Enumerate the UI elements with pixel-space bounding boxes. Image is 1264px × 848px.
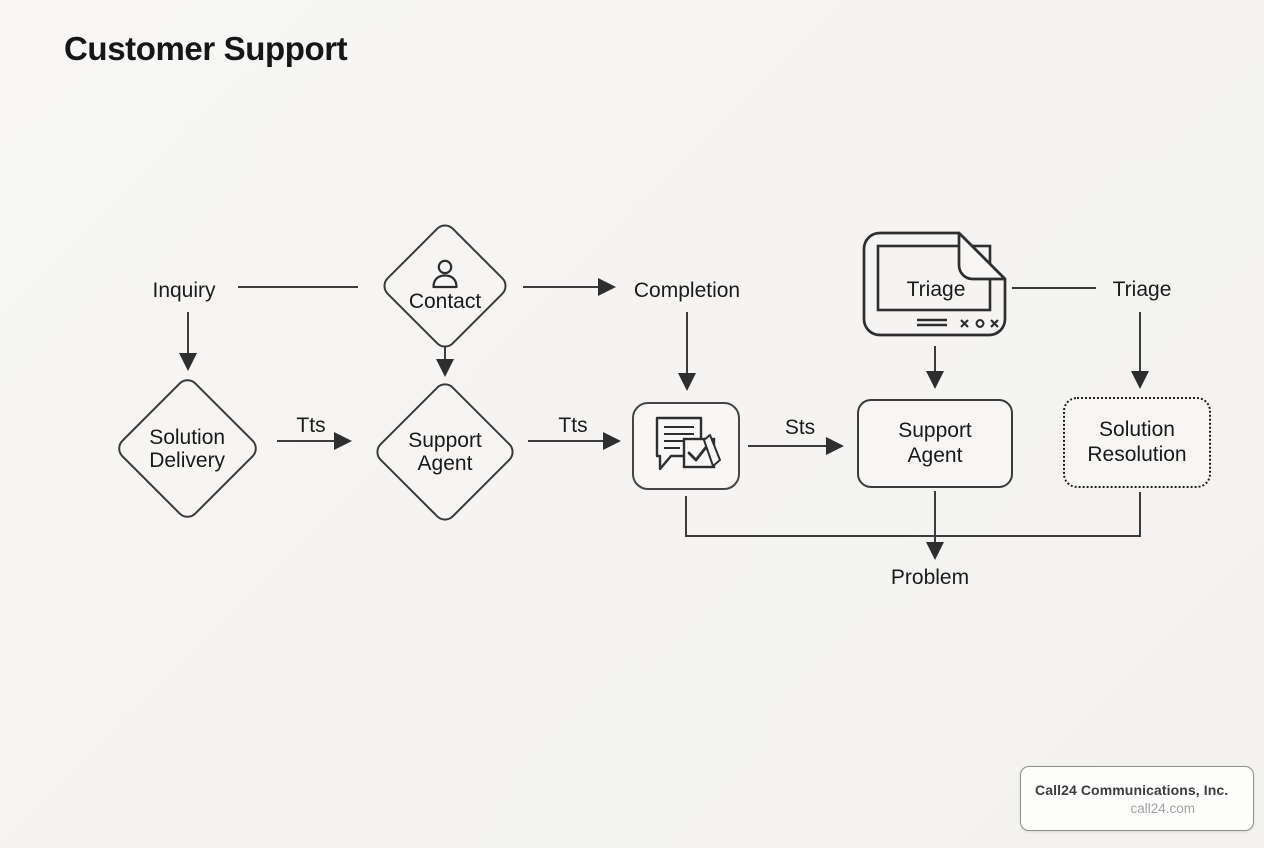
company-website: call24.com [1130, 800, 1195, 816]
node-support-agent-diamond-line2: Agent [417, 452, 473, 475]
label-completion: Completion [633, 279, 741, 302]
node-solution-delivery-line2: Delivery [149, 448, 226, 472]
node-triage-window [861, 229, 1009, 348]
node-support-agent-box: Support Agent [857, 399, 1013, 488]
node-solution-resolution-box: Solution Resolution [1063, 397, 1211, 488]
node-contact-diamond: Contact [378, 219, 512, 353]
edge-merge-bracket [685, 492, 1141, 537]
browser-window-folded-corner-icon [862, 231, 1007, 337]
edge-label-tts-1: Tts [296, 414, 326, 437]
chat-message-check-icon [655, 416, 721, 471]
label-triage-right: Triage [1112, 278, 1172, 301]
label-problem: Problem [890, 566, 970, 589]
page-title: Customer Support [64, 30, 348, 67]
edge-label-tts-2: Tts [558, 414, 588, 437]
node-solution-resolution-line1: Solution [1099, 418, 1175, 442]
node-support-agent-box-line1: Support [898, 419, 972, 443]
node-contact-label: Contact [408, 289, 482, 313]
node-support-agent-box-line2: Agent [907, 443, 963, 467]
edge-label-sts: Sts [784, 416, 816, 439]
label-inquiry: Inquiry [152, 279, 216, 302]
company-name: Call24 Communications, Inc. [1035, 781, 1229, 798]
node-message-review [632, 402, 740, 490]
attribution-card: Call24 Communications, Inc. call24.com [1020, 766, 1254, 831]
person-icon [432, 259, 458, 289]
node-solution-delivery-line1: Solution [149, 425, 226, 449]
node-solution-resolution-line2: Resolution [1087, 442, 1187, 466]
node-triage-window-label: Triage [906, 278, 966, 301]
node-support-agent-diamond-line1: Support [408, 428, 482, 452]
